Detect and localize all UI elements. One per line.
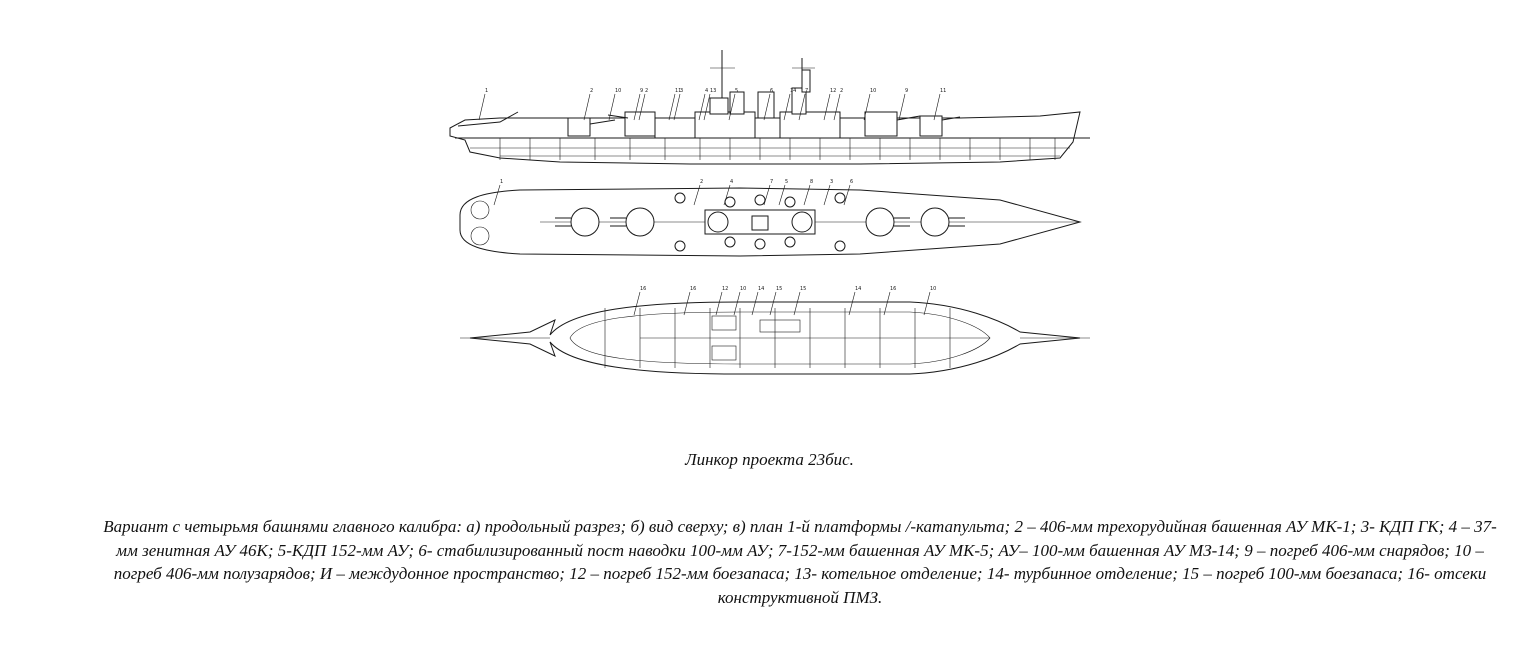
callout-number: 3: [680, 88, 683, 94]
callout-number: 2: [840, 88, 843, 94]
callout-number: 14: [758, 286, 764, 292]
callout-number: 15: [800, 286, 806, 292]
platform-plan: 16 16 12 10 14 15 15 14 16 10: [460, 286, 1090, 375]
callout-number: 6: [770, 88, 773, 94]
callout-number: 5: [785, 179, 788, 185]
callout-number: 13: [710, 88, 716, 94]
top-view: 1 2 4 7 8 5 6 3: [459, 179, 1082, 257]
callout-number: 7: [805, 88, 808, 94]
callout-number: 10: [615, 88, 621, 94]
callout-number: 16: [690, 286, 696, 292]
callout-number: 1: [485, 88, 488, 94]
callout-number: 15: [776, 286, 782, 292]
callout-number: 10: [870, 88, 876, 94]
callout-number: 16: [640, 286, 646, 292]
callout-number: 3: [830, 179, 833, 185]
callout-number: 12: [722, 286, 728, 292]
callout-number: 4: [730, 179, 733, 185]
callout-number: 2: [645, 88, 648, 94]
callout-number: 7: [770, 179, 773, 185]
callout-number: 2: [700, 179, 703, 185]
callout-number: 11: [940, 88, 946, 94]
callout-number: 5: [735, 88, 738, 94]
callout-number: 4: [705, 88, 708, 94]
callout-number: 14: [790, 88, 796, 94]
callout-number: 8: [810, 179, 813, 185]
callout-number: 9: [640, 88, 643, 94]
callout-number: 11: [675, 88, 681, 94]
callout-number: 16: [890, 286, 896, 292]
callout-number: 10: [930, 286, 936, 292]
callout-number: 14: [855, 286, 861, 292]
callout-number: 2: [590, 88, 593, 94]
figure-caption: Вариант с четырьмя башнями главного кали…: [103, 517, 1497, 607]
callout-number: 9: [905, 88, 908, 94]
callout-number: 12: [830, 88, 836, 94]
figure-title: Линкор проекта 23бис.: [685, 450, 854, 469]
callout-number: 10: [740, 286, 746, 292]
callout-number: 6: [850, 179, 853, 185]
callout-number: 1: [500, 179, 503, 185]
